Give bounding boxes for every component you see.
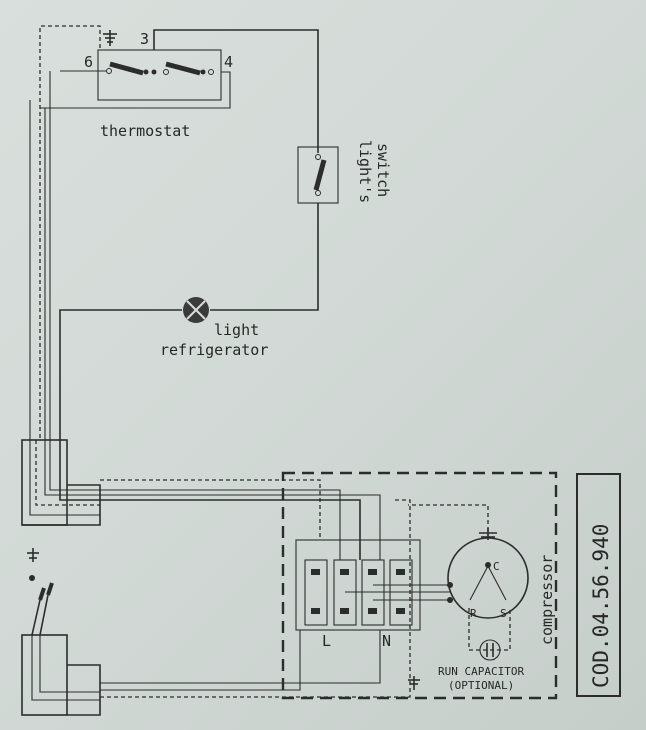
- ground-icon: [103, 30, 117, 46]
- light-switch-label-2: switch: [374, 143, 392, 197]
- terminal-L-label: L: [322, 632, 331, 650]
- power-plug: [21, 499, 411, 716]
- terminal-block: L N: [295, 539, 450, 650]
- terminal-3-label: 3: [140, 30, 149, 48]
- ground-icon: [408, 676, 420, 690]
- lamp-icon: [183, 297, 209, 323]
- lamp-label-1: light: [214, 321, 259, 339]
- thermostat-label: thermostat: [100, 122, 190, 140]
- thermostat: 6 3 4 thermostat: [39, 25, 233, 440]
- terminal-N-label: N: [382, 632, 391, 650]
- run-capacitor: RUN CAPACITOR (OPTIONAL): [438, 608, 524, 692]
- compressor-housing: [281, 471, 558, 700]
- cable-bundle: [21, 71, 381, 560]
- light-switch: light's switch: [297, 140, 392, 204]
- compressor-motor: C R S compressor: [408, 504, 556, 645]
- light-switch-label-1: light's: [356, 140, 374, 203]
- terminal-6-label: 6: [84, 53, 93, 71]
- terminal-R-label: R: [470, 607, 477, 620]
- terminal-C-label: C: [493, 560, 500, 573]
- terminal-4-label: 4: [224, 53, 233, 71]
- run-capacitor-label-2: (OPTIONAL): [448, 679, 514, 692]
- run-capacitor-label-1: RUN CAPACITOR: [438, 665, 524, 678]
- terminal-S-label: S: [500, 607, 507, 620]
- compressor-label: compressor: [538, 555, 556, 645]
- code-label: COD.04.56.940: [589, 524, 613, 688]
- lamp-label-2: refrigerator: [160, 341, 268, 359]
- code-box: COD.04.56.940: [576, 473, 621, 697]
